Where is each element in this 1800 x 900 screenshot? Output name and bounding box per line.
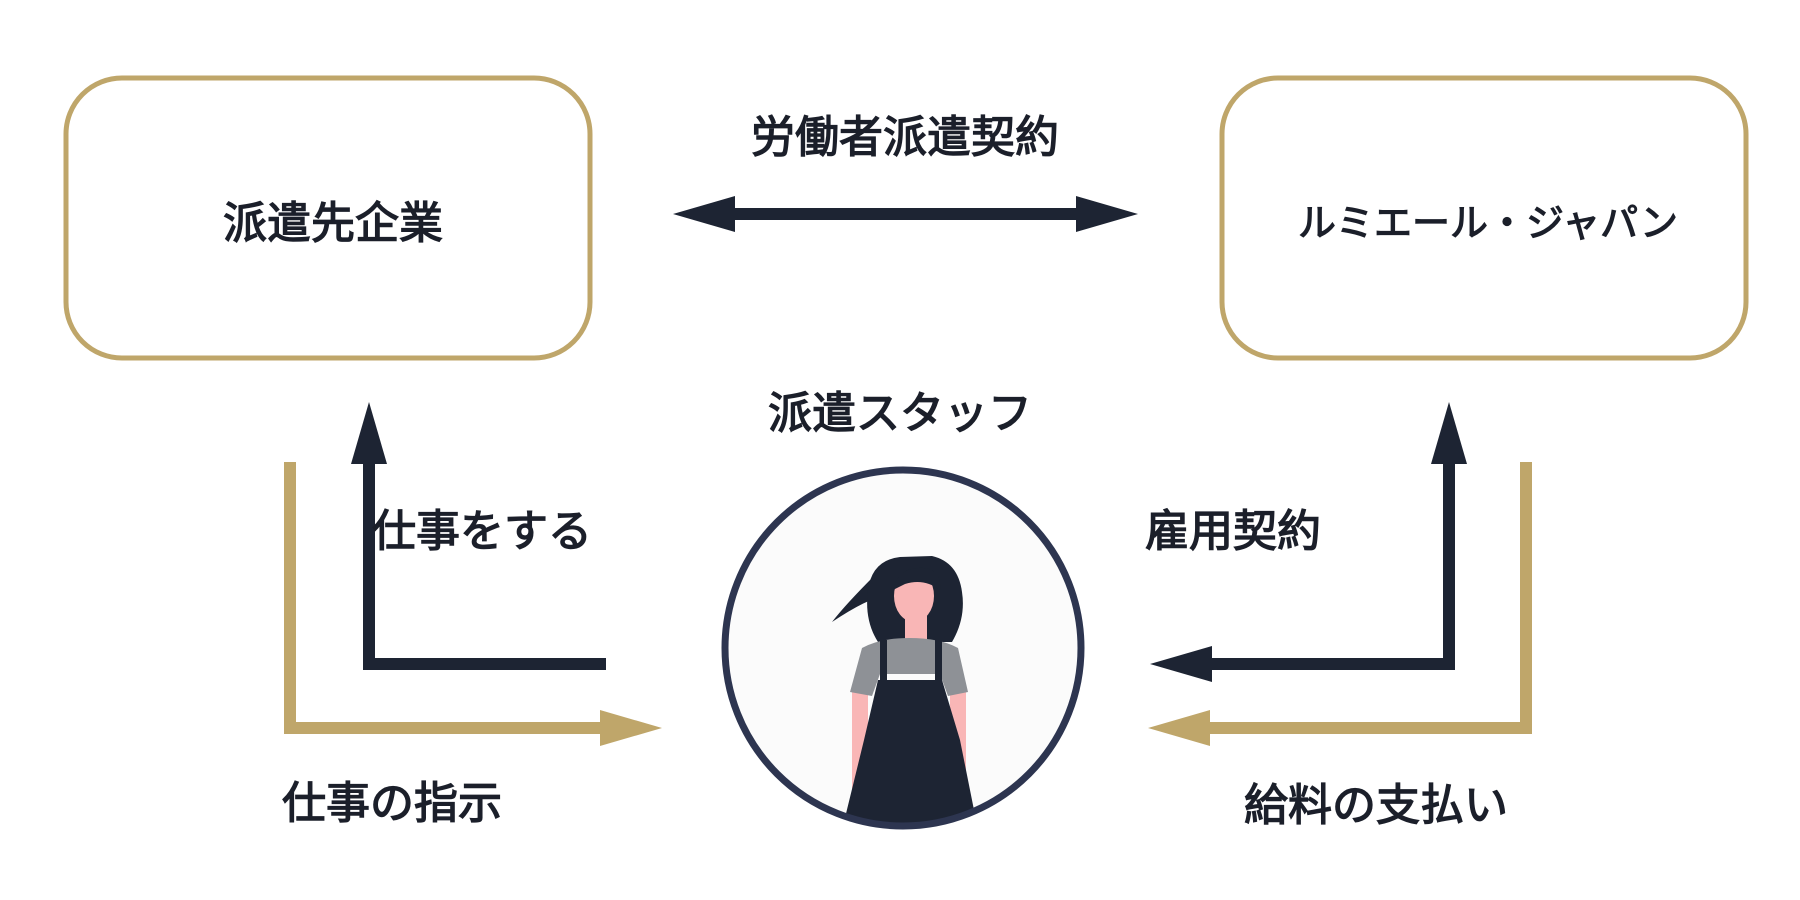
employment-contract-label: 雇用契約 [1145, 506, 1321, 557]
agency-box [1219, 75, 1749, 361]
client-company-label: 派遣先企業 [223, 198, 443, 249]
person-icon [832, 556, 978, 826]
dispatch-contract-arrow [673, 196, 1138, 232]
do-work-label: 仕事をする [372, 506, 592, 557]
salary-payment-arrow [1148, 462, 1532, 746]
employment-contract-arrow [1150, 402, 1467, 682]
client-company-box [63, 75, 593, 361]
staff-avatar [721, 466, 1085, 830]
work-instructions-label: 仕事の指示 [282, 778, 502, 829]
work-instructions-arrow [284, 462, 662, 746]
do-work-arrow [351, 402, 606, 670]
agency-label: ルミエール・ジャパン [1298, 200, 1678, 245]
salary-payment-label: 給料の支払い [1244, 780, 1508, 831]
staff-label: 派遣スタッフ [768, 388, 1032, 439]
dispatch-contract-label: 労働者派遣契約 [751, 112, 1059, 163]
